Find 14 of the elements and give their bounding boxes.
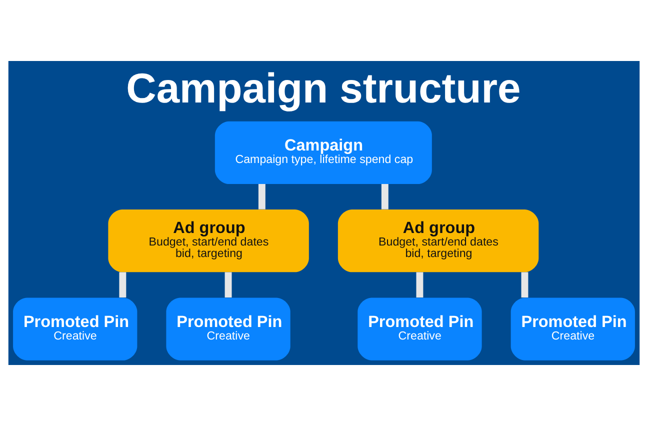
node-box: Ad group Budget, start/end dates bid, targeting	[338, 210, 539, 272]
connector	[521, 272, 528, 298]
node-box: Campaign Campaign type, lifetime spend cap	[214, 121, 432, 184]
node-box: Promoted Pin Creative	[510, 298, 635, 360]
node-box: Promoted Pin Creative	[13, 298, 138, 360]
node-box: Ad group Budget, start/end dates bid, targeting	[108, 210, 309, 272]
diagram-title: Campaign structure	[126, 64, 521, 112]
connector	[224, 272, 232, 298]
connector	[416, 272, 424, 298]
node-box: Promoted Pin Creative	[166, 298, 290, 360]
connector	[381, 184, 388, 210]
node-box: Promoted Pin Creative	[358, 298, 482, 360]
connector	[119, 272, 126, 298]
connector	[258, 184, 266, 210]
